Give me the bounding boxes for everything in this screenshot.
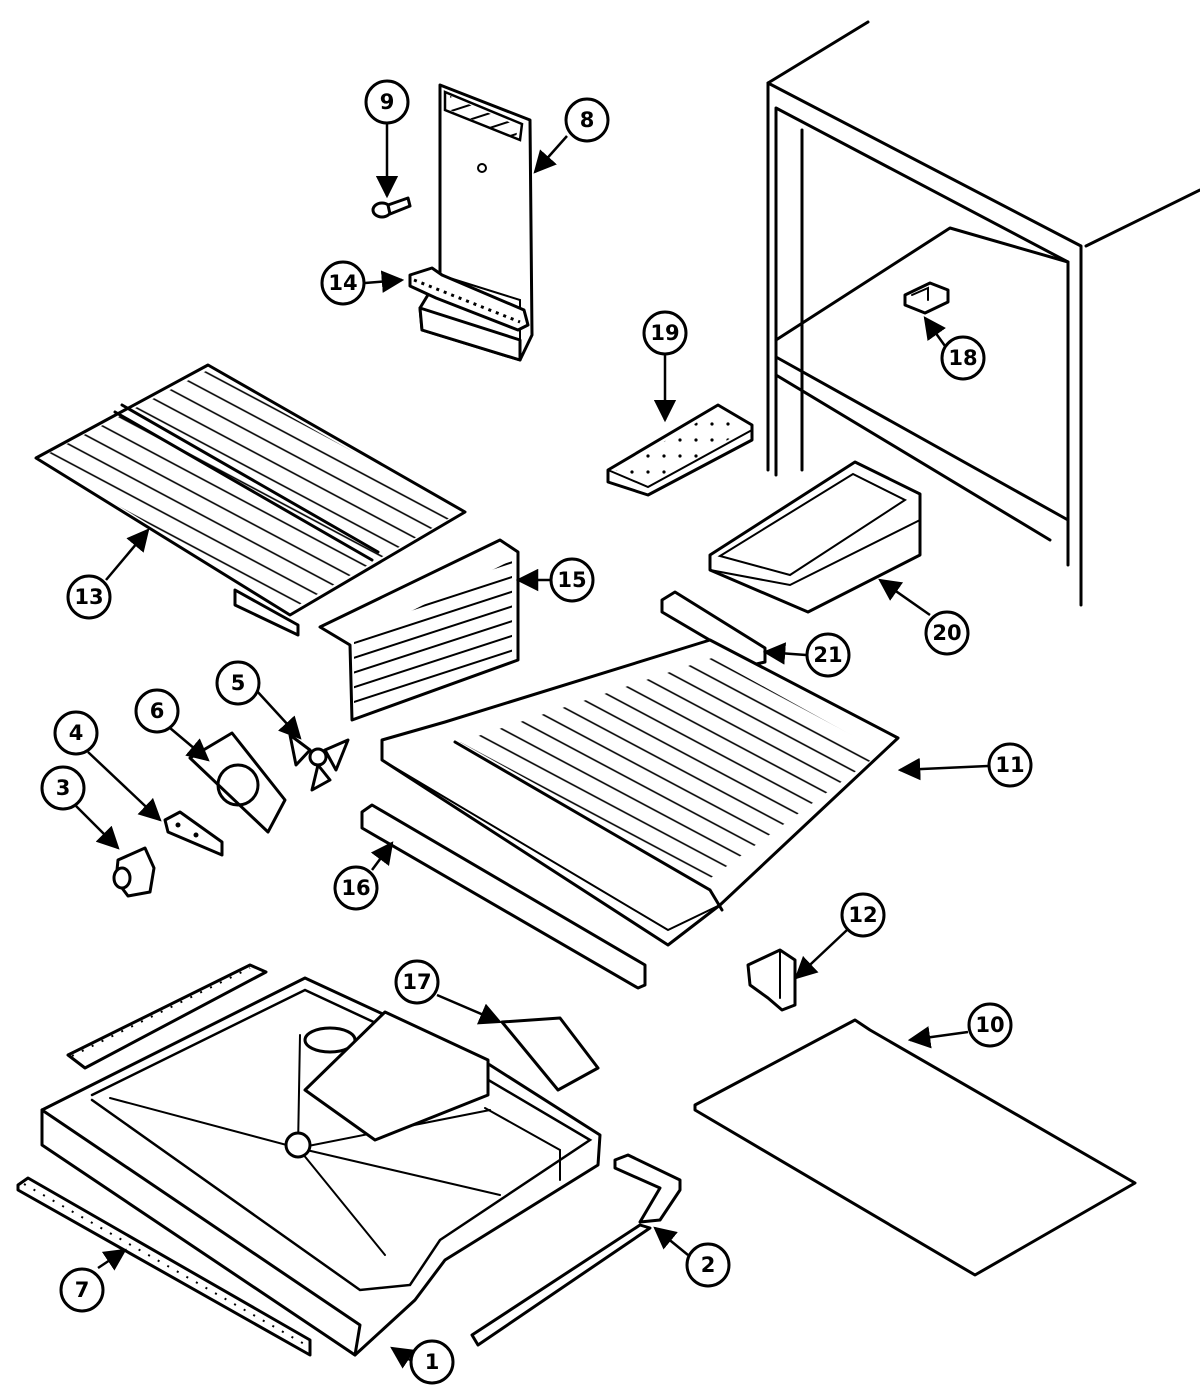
callout-6: 6 [134,688,180,734]
part-4-bracket [163,810,224,857]
callout-7-label: 7 [75,1278,90,1302]
callout-12-label: 12 [848,903,877,927]
callout-10: 10 [967,1002,1013,1048]
callout-1-label: 1 [425,1350,440,1374]
callout-2: 2 [685,1242,731,1288]
callout-19-label: 19 [650,321,679,345]
part-19-ice-tray [606,403,754,497]
callout-11-label: 11 [995,753,1024,777]
part-3-motor [112,846,156,898]
callout-14: 14 [320,260,366,306]
part-6-fan-bracket [188,731,287,834]
leader-lines [75,122,989,1369]
callout-21-label: 21 [813,643,842,667]
part-10-flat-panel [693,1018,1137,1277]
part-17-cover [500,1016,600,1092]
part-13-wire-shelf [34,363,467,637]
callout-14-label: 14 [328,271,357,295]
part-15-panel [318,538,520,722]
callout-5-label: 5 [231,671,246,695]
part-11-crisper-cover [380,638,900,947]
callout-5: 5 [215,660,261,706]
callout-11: 11 [987,742,1033,788]
part-5-fan-blade [288,733,350,792]
callout-10-label: 10 [975,1013,1004,1037]
callout-6-label: 6 [150,699,165,723]
callout-13-label: 13 [74,585,103,609]
part-1-base-pan [40,976,602,1357]
callout-4-label: 4 [69,721,84,745]
part-20-drawer [708,460,922,614]
callout-2-label: 2 [701,1253,716,1277]
callout-3-label: 3 [56,776,71,800]
part-14-bracket [408,266,530,332]
callout-15: 15 [549,557,595,603]
callout-17: 17 [394,959,440,1005]
callout-7: 7 [59,1267,105,1313]
callout-20: 20 [924,610,970,656]
callout-8-label: 8 [580,108,595,132]
callout-18: 18 [940,335,986,381]
callout-9: 9 [364,79,410,125]
callout-16-label: 16 [341,876,370,900]
callout-17-label: 17 [402,970,431,994]
callout-16: 16 [333,865,379,911]
callout-1: 1 [409,1339,455,1385]
part-12-bracket [746,948,797,1012]
callout-15-label: 15 [557,568,586,592]
callout-8: 8 [564,97,610,143]
callout-12: 12 [840,892,886,938]
callout-19: 19 [642,310,688,356]
callout-20-label: 20 [932,621,961,645]
part-18-bracket [903,281,950,315]
callout-4: 4 [53,710,99,756]
callout-9-label: 9 [380,90,395,114]
callout-3: 3 [40,765,86,811]
part-rails [16,963,682,1357]
callout-13: 13 [66,574,112,620]
callout-18-label: 18 [948,346,977,370]
cabinet-outline [766,20,1200,607]
part-16-trim-strip [360,803,647,990]
part-9-screw [371,196,412,219]
callout-21: 21 [805,632,851,678]
